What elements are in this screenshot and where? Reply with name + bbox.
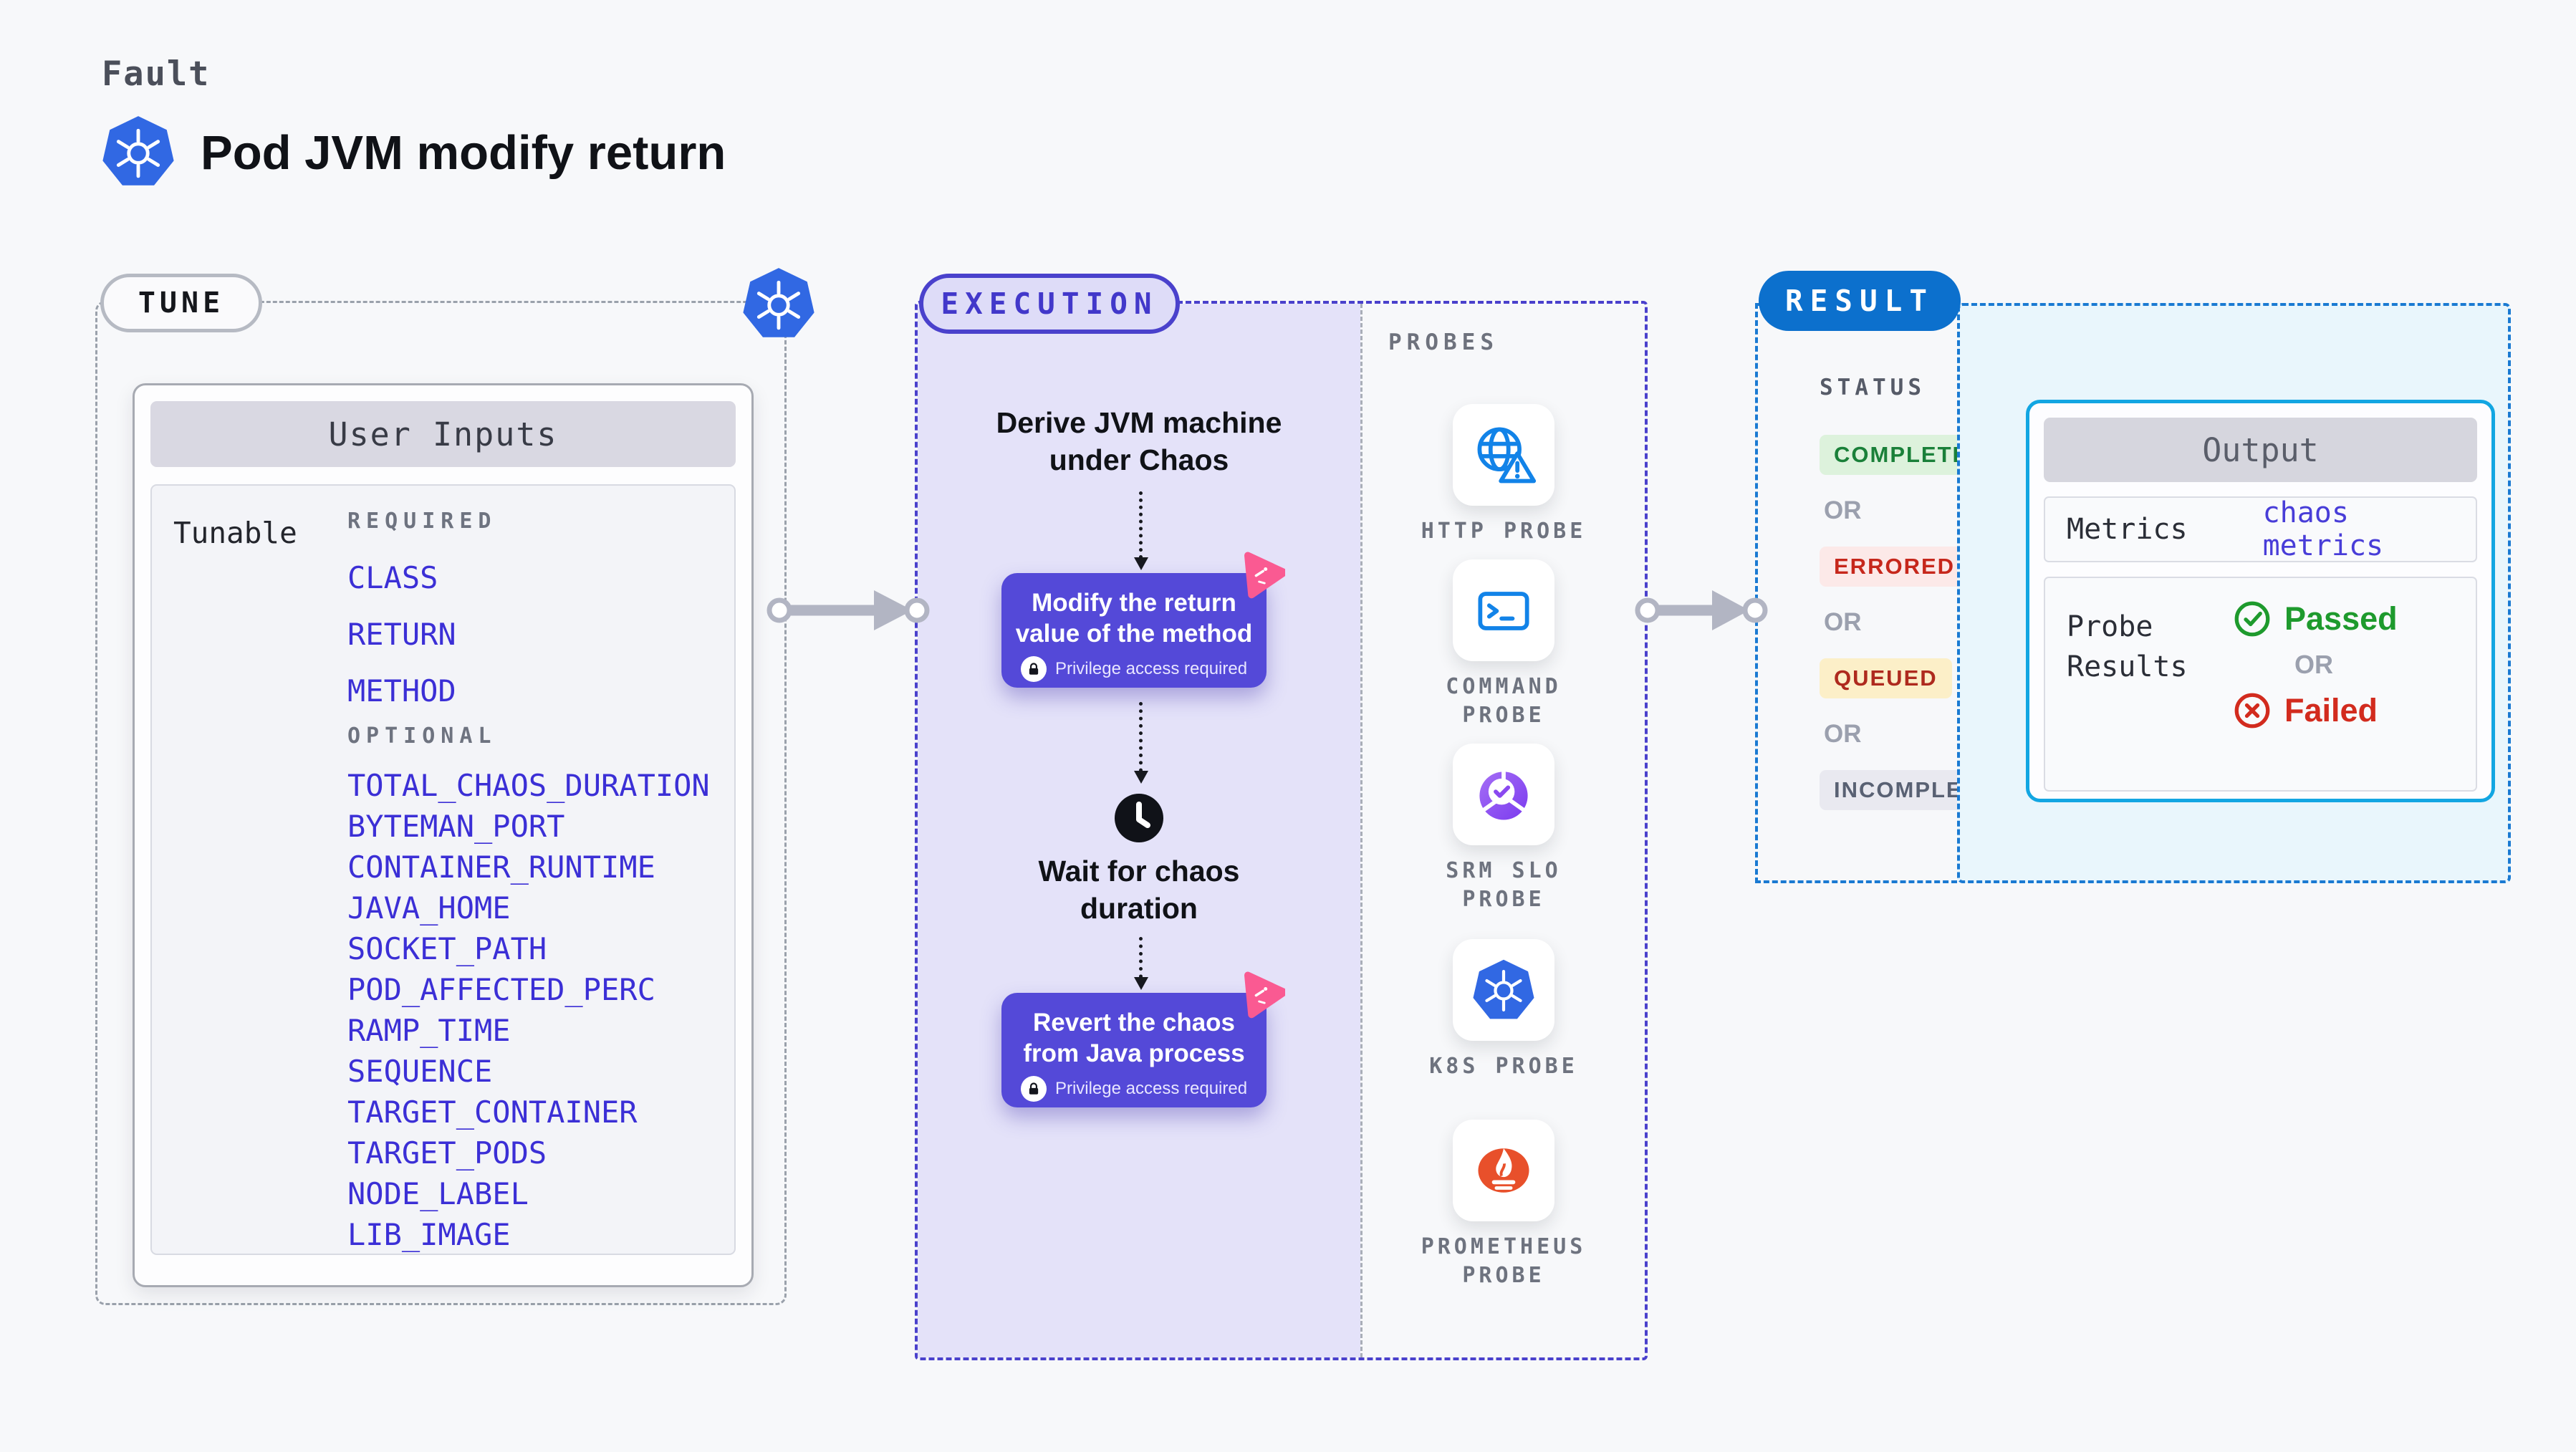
metrics-row: Metrics chaos metrics	[2044, 496, 2477, 562]
probe-item: PROMETHEUS PROBE	[1410, 1120, 1597, 1290]
kubernetes-icon	[1453, 939, 1554, 1041]
tune-section: TUNE User Inputs Tunable REQUIRED CLASS	[95, 268, 814, 1305]
or-separator: OR	[1824, 720, 1862, 748]
status-badge: ERRORED	[1820, 547, 1970, 587]
lock-icon	[1020, 1076, 1047, 1102]
or-separator: OR	[1824, 608, 1862, 636]
check-circle-icon	[2234, 601, 2270, 637]
chaos-litmus-icon	[1235, 971, 1288, 1021]
param-item[interactable]: TARGET_CONTAINER	[347, 1095, 638, 1130]
page-title: Pod JVM modify return	[201, 125, 726, 180]
param-column: REQUIRED CLASS RETURN METHOD OPTIONAL TO…	[347, 509, 710, 1258]
result-output-section: Output Metrics chaos metrics Probe Resul…	[1957, 303, 2511, 883]
flow-arrow	[1635, 590, 1768, 630]
probes-label: PROBES	[1388, 330, 1499, 355]
passed-verdict: Passed	[2233, 600, 2398, 638]
modify-step-card: Modify the return value of the method Pr…	[1001, 552, 1288, 688]
param-item[interactable]: SOCKET_PATH	[347, 931, 547, 966]
probe-item: K8S PROBE	[1410, 939, 1597, 1081]
param-item[interactable]: SEQUENCE	[347, 1054, 493, 1089]
prometheus-icon	[1453, 1120, 1554, 1221]
param-item[interactable]: JAVA_HOME	[347, 890, 511, 925]
result-badge: RESULT	[1759, 271, 1961, 331]
flow-arrow	[766, 590, 930, 630]
dotted-arrow	[1134, 491, 1148, 570]
required-group-label: REQUIRED	[347, 509, 497, 534]
execution-badge: EXECUTION	[919, 274, 1180, 334]
execution-flow: Derive JVM machine under Chaos Modify th…	[918, 304, 1360, 1357]
user-inputs-list: Tunable REQUIRED CLASS RETURN METHOD OPT…	[150, 484, 736, 1255]
probes-column: PROBES HTTP PROBE	[1360, 304, 1645, 1357]
user-inputs-card: User Inputs Tunable REQUIRED CLASS RETUR…	[133, 383, 754, 1287]
tunable-label: Tunable	[173, 516, 297, 550]
status-label: STATUS	[1820, 375, 1926, 400]
metrics-value[interactable]: chaos metrics	[2262, 496, 2384, 562]
failed-verdict: Failed	[2233, 691, 2398, 730]
optional-group-label: OPTIONAL	[347, 723, 497, 749]
globe-alert-icon	[1453, 404, 1554, 506]
output-title: Output	[2044, 418, 2477, 482]
derive-step-text: Derive JVM machine under Chaos	[996, 406, 1282, 476]
param-item[interactable]: NODE_LABEL	[347, 1176, 529, 1211]
output-panel: Output Metrics chaos metrics Probe Resul…	[2026, 400, 2495, 802]
result-status-section: STATUS COMPLETED OR ERRORED OR QUEUED OR…	[1755, 303, 2026, 883]
or-separator: OR	[1824, 496, 1862, 524]
param-item[interactable]: METHOD	[347, 673, 456, 708]
lock-icon	[1020, 656, 1047, 682]
probe-results-label: Probe Results	[2067, 610, 2188, 683]
kubernetes-icon	[741, 265, 817, 344]
dotted-arrow	[1134, 702, 1148, 784]
status-badge: QUEUED	[1820, 658, 1952, 698]
terminal-icon	[1453, 559, 1554, 661]
param-item[interactable]: BYTEMAN_PORT	[347, 809, 565, 844]
param-item[interactable]: RAMP_TIME	[347, 1013, 511, 1048]
probe-item: COMMAND PROBE	[1410, 559, 1597, 730]
fault-eyebrow: Fault	[102, 54, 211, 94]
param-item[interactable]: TARGET_PODS	[347, 1135, 547, 1170]
probe-item: SRM SLO PROBE	[1410, 744, 1597, 914]
title-row: Pod JVM modify return	[100, 113, 726, 192]
dotted-arrow	[1134, 937, 1148, 990]
revert-step-card: Revert the chaos from Java process Privi…	[1001, 971, 1288, 1107]
probe-results-row: Probe Results Passed OR	[2044, 577, 2477, 792]
param-item[interactable]: CONTAINER_RUNTIME	[347, 850, 655, 885]
or-separator: OR	[2294, 650, 2333, 679]
tune-badge: TUNE	[100, 274, 262, 332]
param-item[interactable]: POD_AFFECTED_PERC	[347, 972, 655, 1007]
slo-gauge-icon	[1453, 744, 1554, 845]
param-item[interactable]: LIB_IMAGE	[347, 1217, 511, 1252]
param-item[interactable]: CLASS	[347, 560, 438, 595]
chaos-litmus-icon	[1235, 552, 1288, 602]
execution-section: EXECUTION Derive JVM machine under Chaos…	[915, 274, 1648, 1360]
probe-item: HTTP PROBE	[1410, 404, 1597, 546]
user-inputs-title: User Inputs	[150, 401, 736, 467]
param-item[interactable]: TOTAL_CHAOS_DURATION	[347, 768, 710, 803]
x-circle-icon	[2234, 693, 2270, 729]
metrics-label: Metrics	[2067, 513, 2188, 546]
wait-step-text: Wait for chaos duration	[1038, 855, 1240, 925]
kubernetes-icon	[100, 113, 176, 192]
param-item[interactable]: RETURN	[347, 617, 456, 652]
clock-icon	[1113, 792, 1165, 844]
